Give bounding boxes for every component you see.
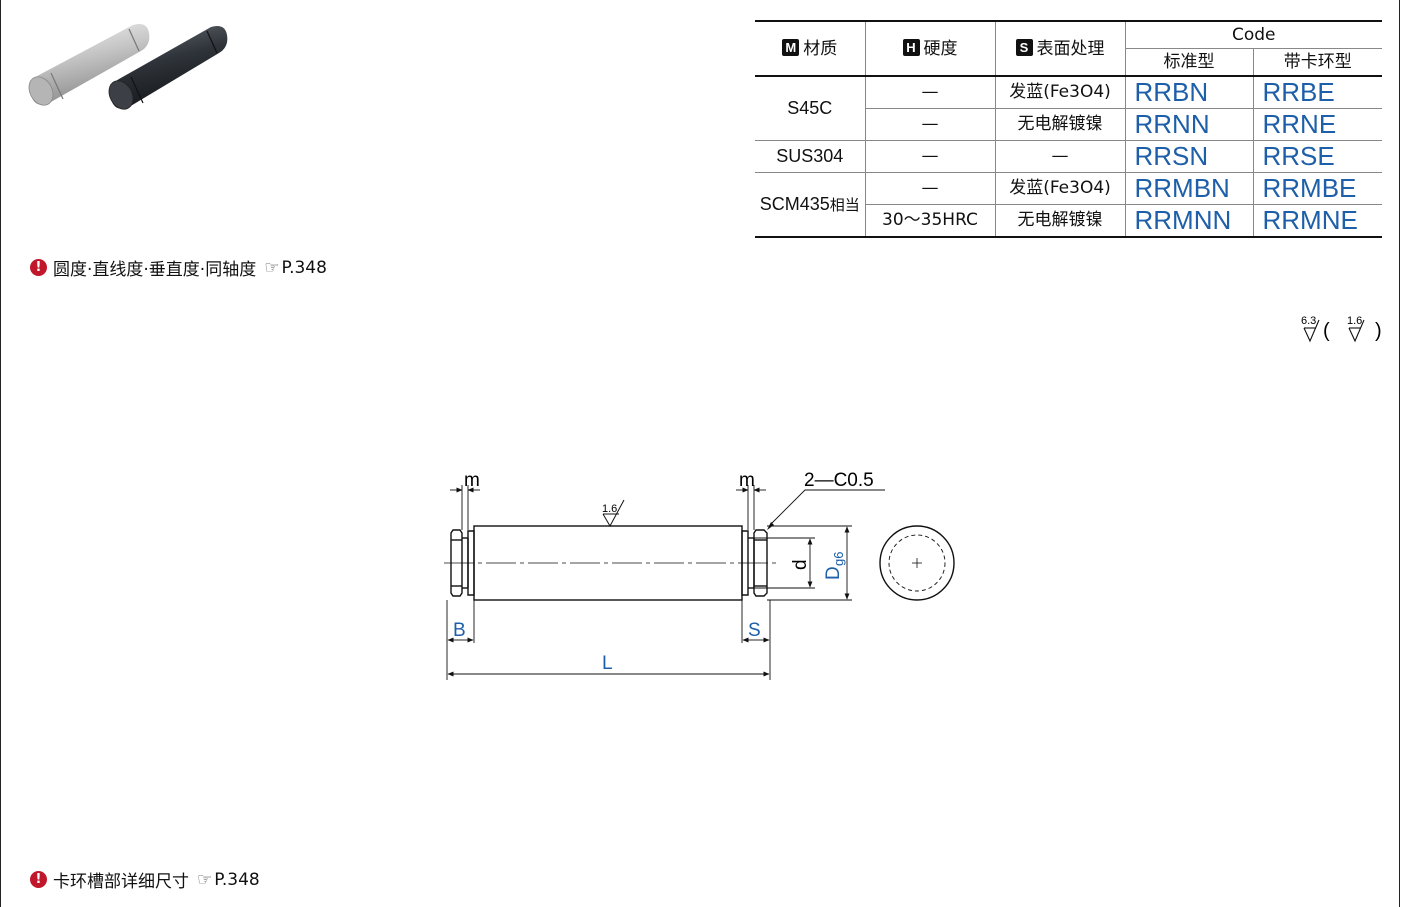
material-badge: M — [782, 38, 800, 56]
surface-cell: 无电解镀镍 — [994, 204, 1126, 238]
tolerance-note-text: 圆度·直线度·垂直度·同轴度 — [53, 260, 257, 280]
material-cell: S45C — [755, 75, 866, 141]
surface-cell: 无电解镀镍 — [994, 108, 1126, 141]
page-frame-left — [0, 0, 1, 907]
roughness-bracket: 1.6 — [1347, 315, 1365, 343]
surface-badge: S — [1015, 38, 1033, 56]
label-B: B — [453, 620, 466, 641]
bracket-close: ) — [1375, 320, 1382, 342]
roughness-symbols: 6.3 ( 1.6 ) — [1301, 315, 1382, 343]
hardness-cell: — — [865, 108, 996, 141]
surface-cell: 发蓝(Fe3O4) — [994, 75, 1126, 109]
label-m-right: m — [739, 470, 755, 491]
dim-D — [767, 525, 852, 601]
groove-note-text: 卡环槽部详细尺寸 — [53, 872, 189, 892]
end-view — [879, 525, 955, 601]
code-ring-cell[interactable]: RRSE — [1252, 140, 1382, 173]
table-row: — 无电解镀镍 RRNN RRNE — [755, 108, 1382, 141]
label-m-left: m — [464, 470, 480, 491]
code-standard-cell[interactable]: RRNN — [1124, 108, 1254, 141]
table-row: S45C — 发蓝(Fe3O4) RRBN RRBE — [755, 75, 1382, 141]
label-L: L — [602, 653, 613, 674]
header-standard: 标准型 — [1125, 48, 1254, 77]
pointing-hand-icon: ☞ — [264, 257, 280, 278]
page-frame-right — [1399, 0, 1400, 907]
material-cell: SUS304 — [755, 140, 866, 173]
code-ring-cell[interactable]: RRBE — [1252, 75, 1382, 109]
label-D-sub: g6 — [831, 552, 846, 566]
product-photo — [28, 24, 228, 110]
dim-B — [446, 600, 475, 680]
svg-text:1.6: 1.6 — [1347, 315, 1362, 327]
pointing-hand-icon: ☞ — [197, 869, 213, 890]
code-ring-cell[interactable]: RRMNE — [1252, 204, 1382, 238]
dim-S — [741, 600, 771, 680]
hardness-cell: 30～35HRC — [865, 204, 996, 238]
black-pin — [108, 26, 228, 110]
code-ring-cell[interactable]: RRNE — [1252, 108, 1382, 141]
label-D: D — [823, 566, 844, 580]
silver-pin — [28, 24, 150, 106]
table-row: 30～35HRC 无电解镀镍 RRMNN RRMNE — [755, 204, 1382, 238]
bracket-open: ( — [1323, 320, 1330, 342]
groove-ref[interactable]: ☞P.348 — [197, 869, 260, 890]
table-row: SCM435相当 — 发蓝(Fe3O4) RRMBN RRMBE — [755, 172, 1382, 238]
roughness-general: 6.3 — [1301, 315, 1320, 343]
dim-d — [754, 537, 815, 589]
code-ring-cell[interactable]: RRMBE — [1252, 172, 1382, 205]
code-standard-cell[interactable]: RRBN — [1124, 75, 1254, 109]
hardness-badge: H — [902, 38, 920, 56]
material-cell: SCM435相当 — [755, 172, 866, 238]
hardness-cell: — — [864, 75, 996, 109]
dim-m-right — [736, 485, 766, 530]
surface-cell: — — [994, 140, 1126, 173]
shaft-roughness: 1.6 — [602, 499, 625, 528]
code-standard-cell[interactable]: RRSN — [1124, 140, 1254, 173]
label-chamfer: 2—C0.5 — [804, 470, 874, 491]
code-standard-cell[interactable]: RRMNN — [1124, 204, 1254, 238]
header-code: Code — [1124, 20, 1382, 49]
hardness-cell: — — [864, 140, 996, 173]
svg-text:6.3: 6.3 — [1301, 315, 1316, 327]
hardness-cell: — — [864, 172, 996, 205]
warning-icon: ! — [30, 259, 47, 276]
warning-icon: ! — [30, 871, 47, 888]
table-row: SUS304 — — RRSN RRSE — [755, 140, 1382, 173]
surface-cell: 发蓝(Fe3O4) — [994, 172, 1126, 205]
header-with-ring: 带卡环型 — [1252, 48, 1382, 77]
groove-note: ! 卡环槽部详细尺寸 ☞P.348 — [30, 867, 260, 892]
tolerance-note: ! 圆度·直线度·垂直度·同轴度 ☞P.348 — [30, 255, 327, 280]
code-standard-cell[interactable]: RRMBN — [1124, 172, 1254, 205]
dim-m-left — [450, 485, 480, 530]
tolerance-ref[interactable]: ☞P.348 — [264, 257, 327, 278]
label-S: S — [748, 620, 761, 641]
shaft-drawing: m m 2—C0.5 1.6 d D g6 B — [444, 470, 955, 680]
label-d: d — [790, 559, 811, 570]
chamfer-leader — [769, 489, 885, 526]
label-D-group: D g6 — [823, 552, 846, 580]
svg-text:1.6: 1.6 — [602, 503, 617, 515]
